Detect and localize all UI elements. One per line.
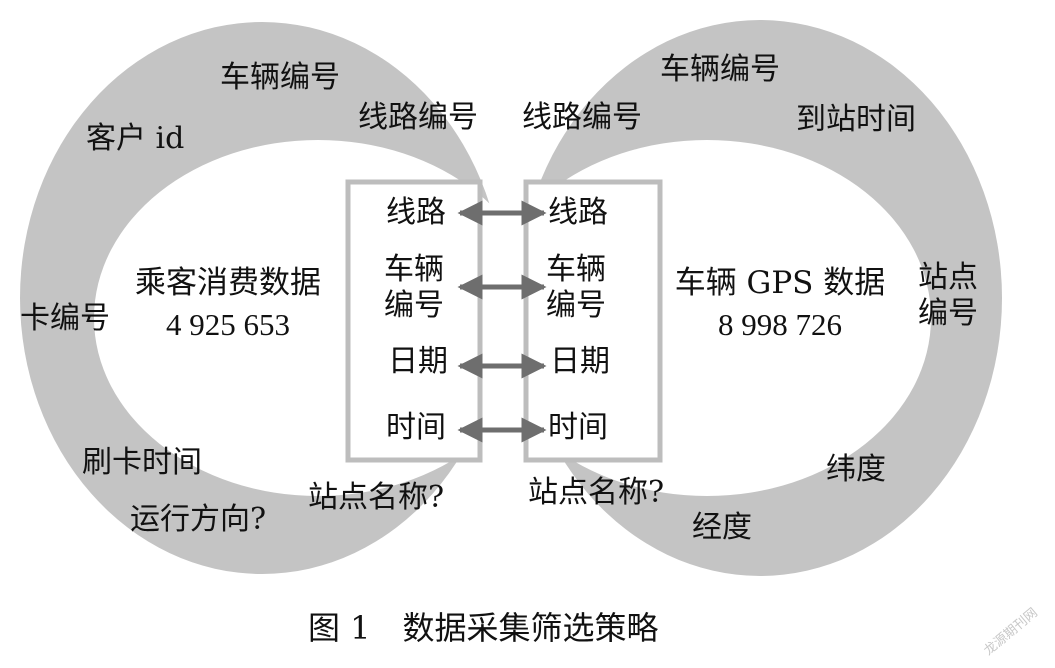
left-field-date: 日期 [388,344,448,379]
right-field-time: 时间 [548,410,608,445]
right-dataset-title: 车辆 GPS 数据 [674,265,886,301]
left-route-no-label: 线路编号 [358,100,478,135]
right-field-box [523,179,663,463]
left-dataset-block: 乘客消费数据 4 925 653 [118,262,338,346]
right-dataset-count: 8 998 726 [718,307,842,342]
left-field-route: 线路 [386,195,446,230]
left-stop-name-label: 站点名称? [308,480,445,515]
left-customer-id-label: 客户 id [86,121,185,156]
left-field-time: 时间 [386,410,446,445]
right-field-route: 线路 [548,195,608,230]
left-dataset-count: 4 925 653 [166,307,290,342]
left-swipe-time-label: 刷卡时间 [82,445,202,480]
left-dataset-title: 乘客消费数据 [135,265,321,301]
right-field-vehicle-no: 车辆 编号 [546,252,606,323]
right-arrival-time-label: 到站时间 [796,102,916,137]
right-vehicle-no-label: 车辆编号 [660,52,780,87]
left-field-box [345,179,483,463]
right-stop-no-label: 站点 编号 [918,260,978,331]
left-field-vehicle-no: 车辆 编号 [384,252,444,323]
right-stop-name-label: 站点名称? [528,475,665,510]
right-route-no-label: 线路编号 [522,100,642,135]
right-field-date: 日期 [550,344,610,379]
right-longitude-label: 经度 [692,510,752,545]
left-direction-label: 运行方向? [130,502,267,537]
left-vehicle-no-label: 车辆编号 [220,60,340,95]
left-card-no-label: 卡编号 [20,301,110,336]
right-dataset-block: 车辆 GPS 数据 8 998 726 [672,262,888,346]
figure-caption: 图 1 数据采集筛选策略 [308,609,659,647]
right-latitude-label: 纬度 [826,452,886,487]
